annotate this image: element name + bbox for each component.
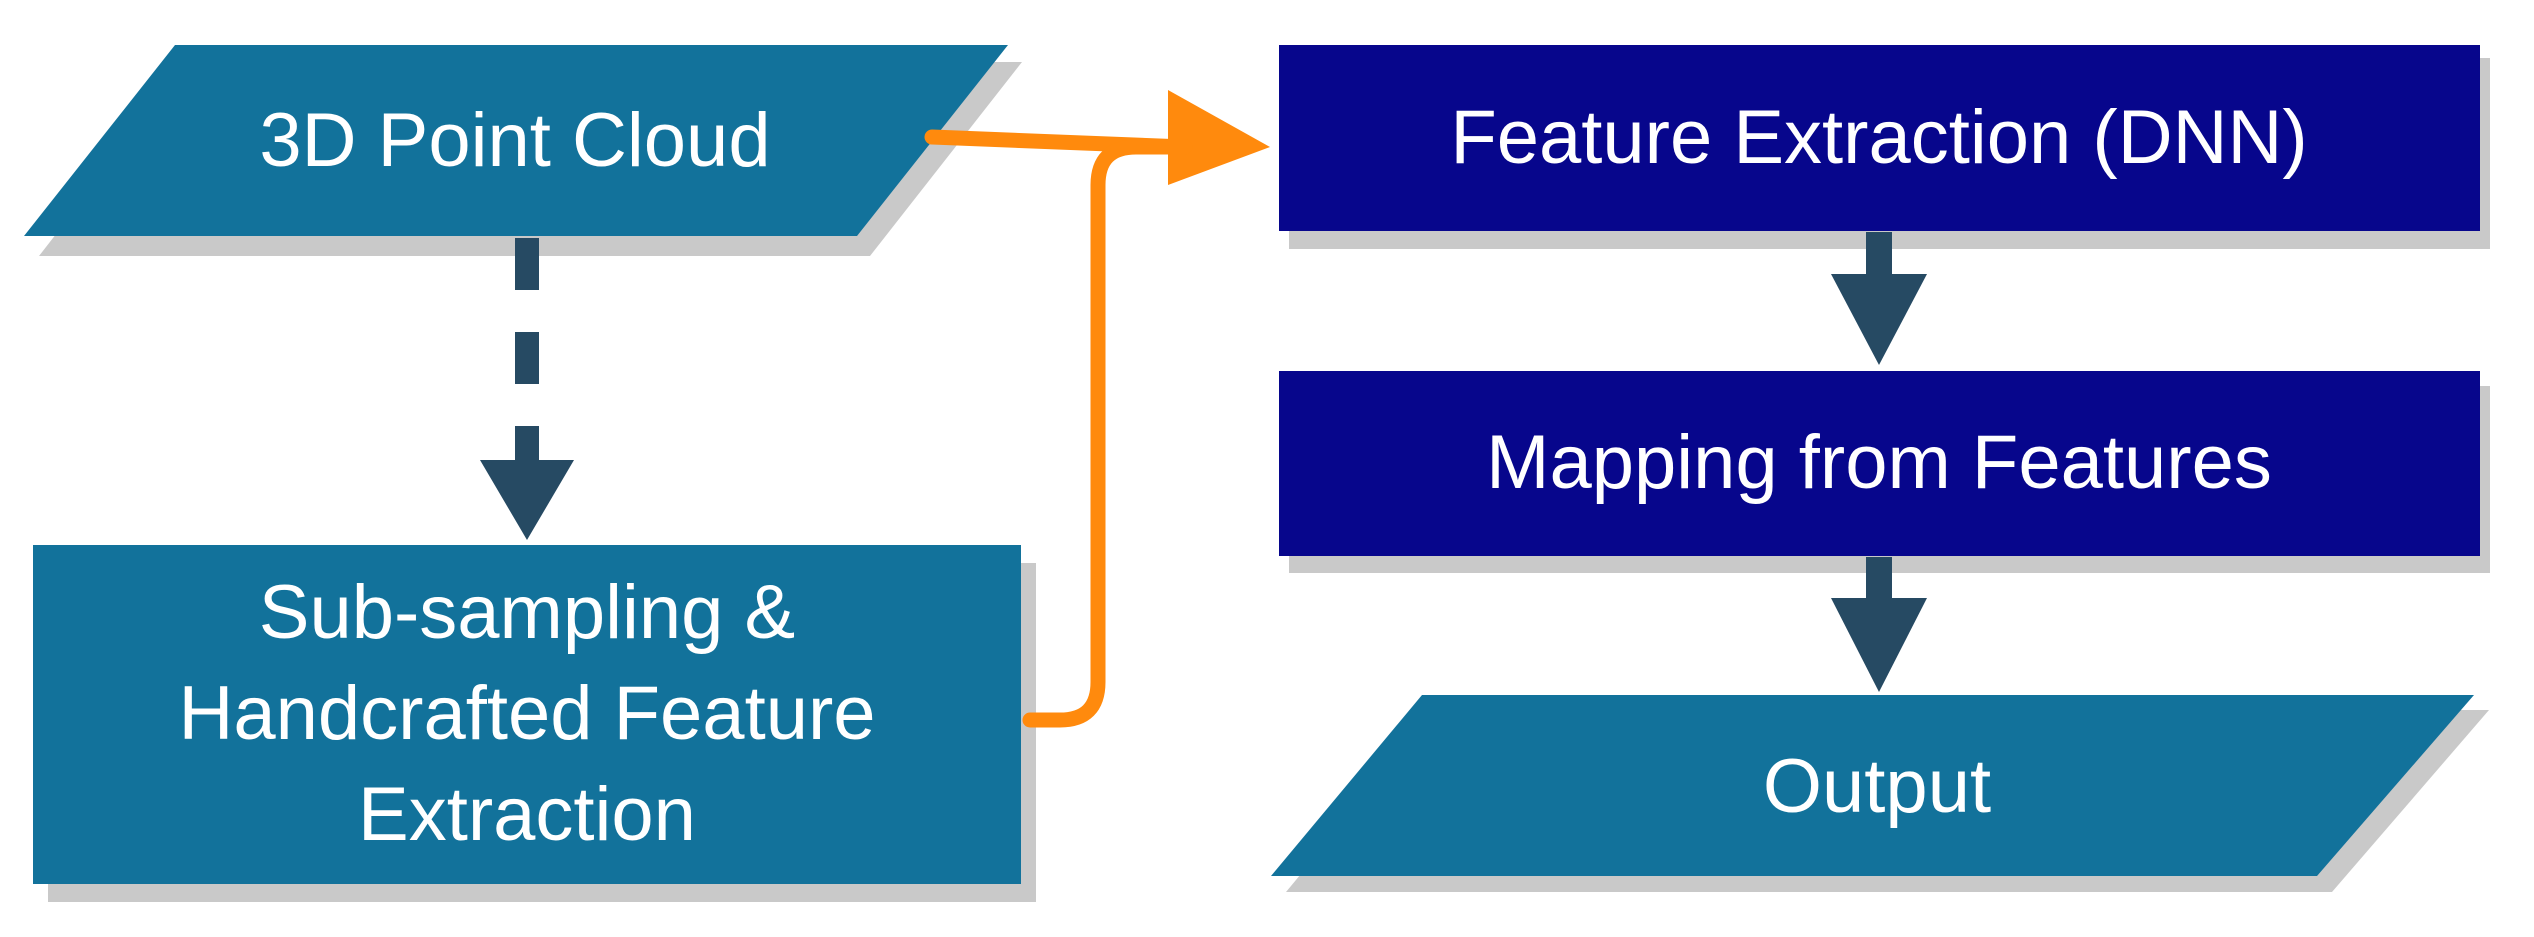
point-cloud-label: 3D Point Cloud — [259, 98, 770, 183]
feature-extraction-node — [1279, 45, 2480, 231]
output-node — [1271, 695, 2474, 876]
arrow-mapping-to-output — [1831, 557, 1927, 692]
orange-arrow-subsampling-to-feature-extraction — [1022, 139, 1193, 728]
subsampling-label-line-1: Sub-sampling & — [259, 570, 796, 655]
mapping-node — [1279, 371, 2480, 556]
point-cloud-node — [24, 45, 1008, 236]
output-label: Output — [1763, 744, 1991, 829]
subsampling-node — [33, 545, 1021, 884]
subsampling-label-line-3: Extraction — [358, 772, 696, 857]
dashed-arrow-cloud-to-subsampling — [480, 238, 574, 540]
mapping-label: Mapping from Features — [1486, 420, 2272, 505]
arrow-feature-extraction-to-mapping — [1831, 232, 1927, 365]
feature-extraction-label: Feature Extraction (DNN) — [1450, 95, 2307, 180]
subsampling-label-line-2: Handcrafted Feature — [178, 671, 875, 756]
